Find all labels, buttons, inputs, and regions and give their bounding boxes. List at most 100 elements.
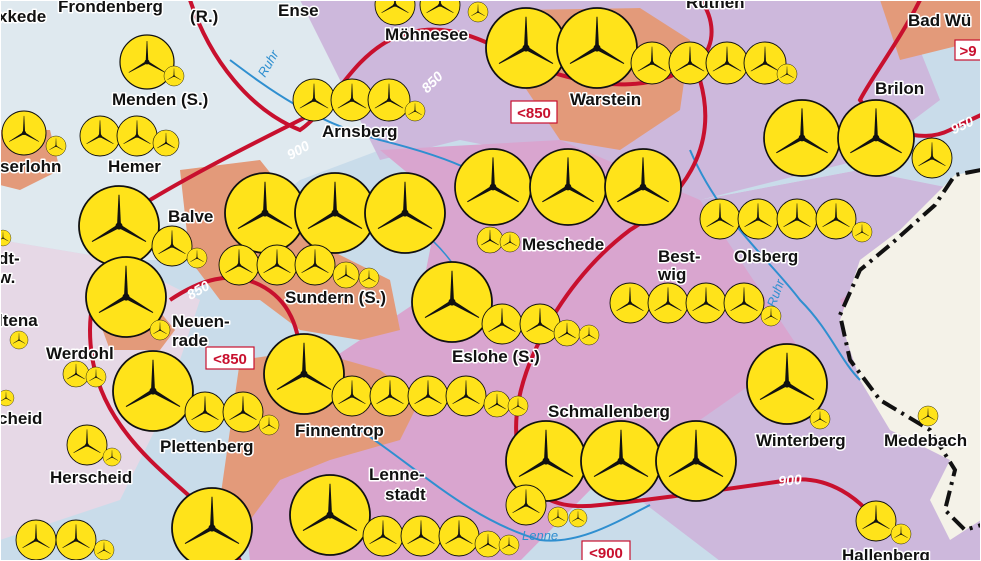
wind-turbine-icon — [293, 79, 335, 121]
wind-turbine-icon — [482, 304, 522, 344]
threshold-box-900: <900 — [581, 540, 631, 561]
wind-turbine-icon — [686, 283, 726, 323]
place-label-arnsberg: Arnsberg — [322, 122, 398, 141]
wind-turbine-icon — [295, 173, 375, 253]
place-label-menden: Menden (S.) — [112, 90, 208, 109]
wind-turbine-icon — [370, 376, 410, 416]
place-label-balve: Balve — [168, 207, 213, 226]
wind-turbine-icon — [605, 149, 681, 225]
wind-turbine-icon — [153, 130, 179, 156]
wind-turbine-icon — [290, 475, 370, 555]
wind-turbine-icon — [259, 415, 279, 435]
wind-turbine-icon — [918, 406, 938, 426]
threshold-label: <900 — [589, 545, 623, 561]
wind-turbine-icon — [359, 268, 379, 288]
place-label-sundern: Sundern (S.) — [285, 288, 386, 307]
wind-turbine-icon — [506, 485, 546, 525]
wind-turbine-icon — [295, 245, 335, 285]
wind-turbine-icon — [117, 116, 157, 156]
place-label-brilon: Brilon — [875, 79, 924, 98]
place-label-bestwig-2: wig — [657, 265, 686, 284]
wind-turbine-icon — [816, 199, 856, 239]
place-label-scheid: cheid — [0, 409, 42, 428]
threshold-box-north-east: >9 — [954, 39, 981, 61]
wind-turbine-icon — [368, 79, 410, 121]
wind-turbine-icon — [777, 64, 797, 84]
wind-turbine-icon — [446, 376, 486, 416]
wind-turbine-icon — [810, 409, 830, 429]
place-label-ruthen: Rüthen — [686, 0, 745, 12]
place-label-dt-2: w. — [0, 268, 15, 287]
isoline-label: 900 — [778, 471, 803, 489]
wind-turbine-icon — [405, 101, 425, 121]
wind-turbine-icon — [761, 306, 781, 326]
turbine-group-olsberg — [700, 199, 872, 242]
wind-turbine-icon — [455, 149, 531, 225]
state-boundary — [837, 168, 981, 533]
turbine-group-sundern-large — [225, 173, 445, 253]
wind-turbine-icon — [484, 391, 510, 417]
place-label-r: (R.) — [190, 7, 218, 26]
wind-turbine-icon — [86, 367, 106, 387]
wind-turbine-icon — [724, 283, 764, 323]
wind-turbine-icon — [581, 421, 661, 501]
wind-turbine-icon — [475, 531, 501, 557]
place-label-eslohe: Eslohe (S.) — [452, 347, 540, 366]
threshold-label: <850 — [213, 351, 247, 368]
wind-turbine-icon — [164, 66, 184, 86]
wind-turbine-icon — [838, 100, 914, 176]
place-label-neuenrade-2: rade — [172, 331, 208, 350]
wind-turbine-icon — [631, 42, 673, 84]
wind-turbine-icon — [700, 199, 740, 239]
threshold-label: <850 — [517, 105, 551, 122]
place-label-plettenberg: Plettenberg — [160, 437, 254, 456]
region-east-hesse — [840, 170, 981, 540]
wind-turbine-icon — [648, 283, 688, 323]
place-label-finnentrop: Finnentrop — [295, 421, 384, 440]
wind-turbine-icon — [2, 111, 46, 155]
wind-turbine-icon — [219, 245, 259, 285]
wind-turbine-icon — [439, 516, 479, 556]
river-lenne — [359, 429, 651, 542]
wind-turbine-icon — [579, 325, 599, 345]
place-label-hemer: Hemer — [108, 157, 161, 176]
place-label-iserlohn: serlohn — [0, 157, 61, 176]
place-label-warstein: Warstein — [570, 90, 641, 109]
wind-turbine-icon — [46, 136, 66, 156]
wind-turbine-icon — [548, 507, 568, 527]
place-label-frondenberg: Frondenberg — [58, 0, 163, 16]
place-label-schmallenberg: Schmallenberg — [548, 402, 670, 421]
wind-turbine-icon — [610, 283, 650, 323]
place-label-olsberg: Olsberg — [734, 247, 798, 266]
wind-turbine-icon — [706, 42, 748, 84]
wind-turbine-icon — [333, 262, 359, 288]
wind-turbine-icon — [669, 42, 711, 84]
wind-turbine-icon — [10, 331, 28, 349]
place-label-dt-1: dt- — [0, 249, 20, 268]
wind-turbine-icon — [777, 199, 817, 239]
wind-turbine-icon — [499, 535, 519, 555]
wind-turbine-icon — [486, 8, 566, 88]
wind-turbine-icon — [264, 334, 344, 414]
river-label-lenne: Lenne — [522, 528, 558, 543]
place-label-lennestadt-2: stadt — [385, 485, 426, 504]
wind-turbine-icon — [891, 524, 911, 544]
wind-turbine-icon — [468, 2, 488, 22]
wind-turbine-icon — [103, 448, 121, 466]
wind-turbine-icon — [150, 320, 170, 340]
wind-turbine-icon — [79, 186, 159, 266]
isoline-label-900-south: 900 — [778, 471, 803, 489]
wind-turbine-icon — [94, 540, 114, 560]
place-label-werdohl: Werdohl — [46, 344, 114, 363]
wind-turbine-icon — [56, 520, 96, 560]
wind-turbine-icon — [530, 149, 606, 225]
wind-turbine-icon — [152, 226, 192, 266]
place-label-lennestadt-1: Lenne- — [369, 465, 425, 484]
place-label-altena: ltena — [0, 311, 38, 330]
wind-turbine-icon — [569, 509, 587, 527]
place-label-meschede: Meschede — [522, 235, 604, 254]
wind-turbine-icon — [408, 376, 448, 416]
wind-turbine-icon — [500, 232, 520, 252]
isoline-sundern — [168, 275, 302, 361]
wind-turbine-icon — [223, 392, 263, 432]
